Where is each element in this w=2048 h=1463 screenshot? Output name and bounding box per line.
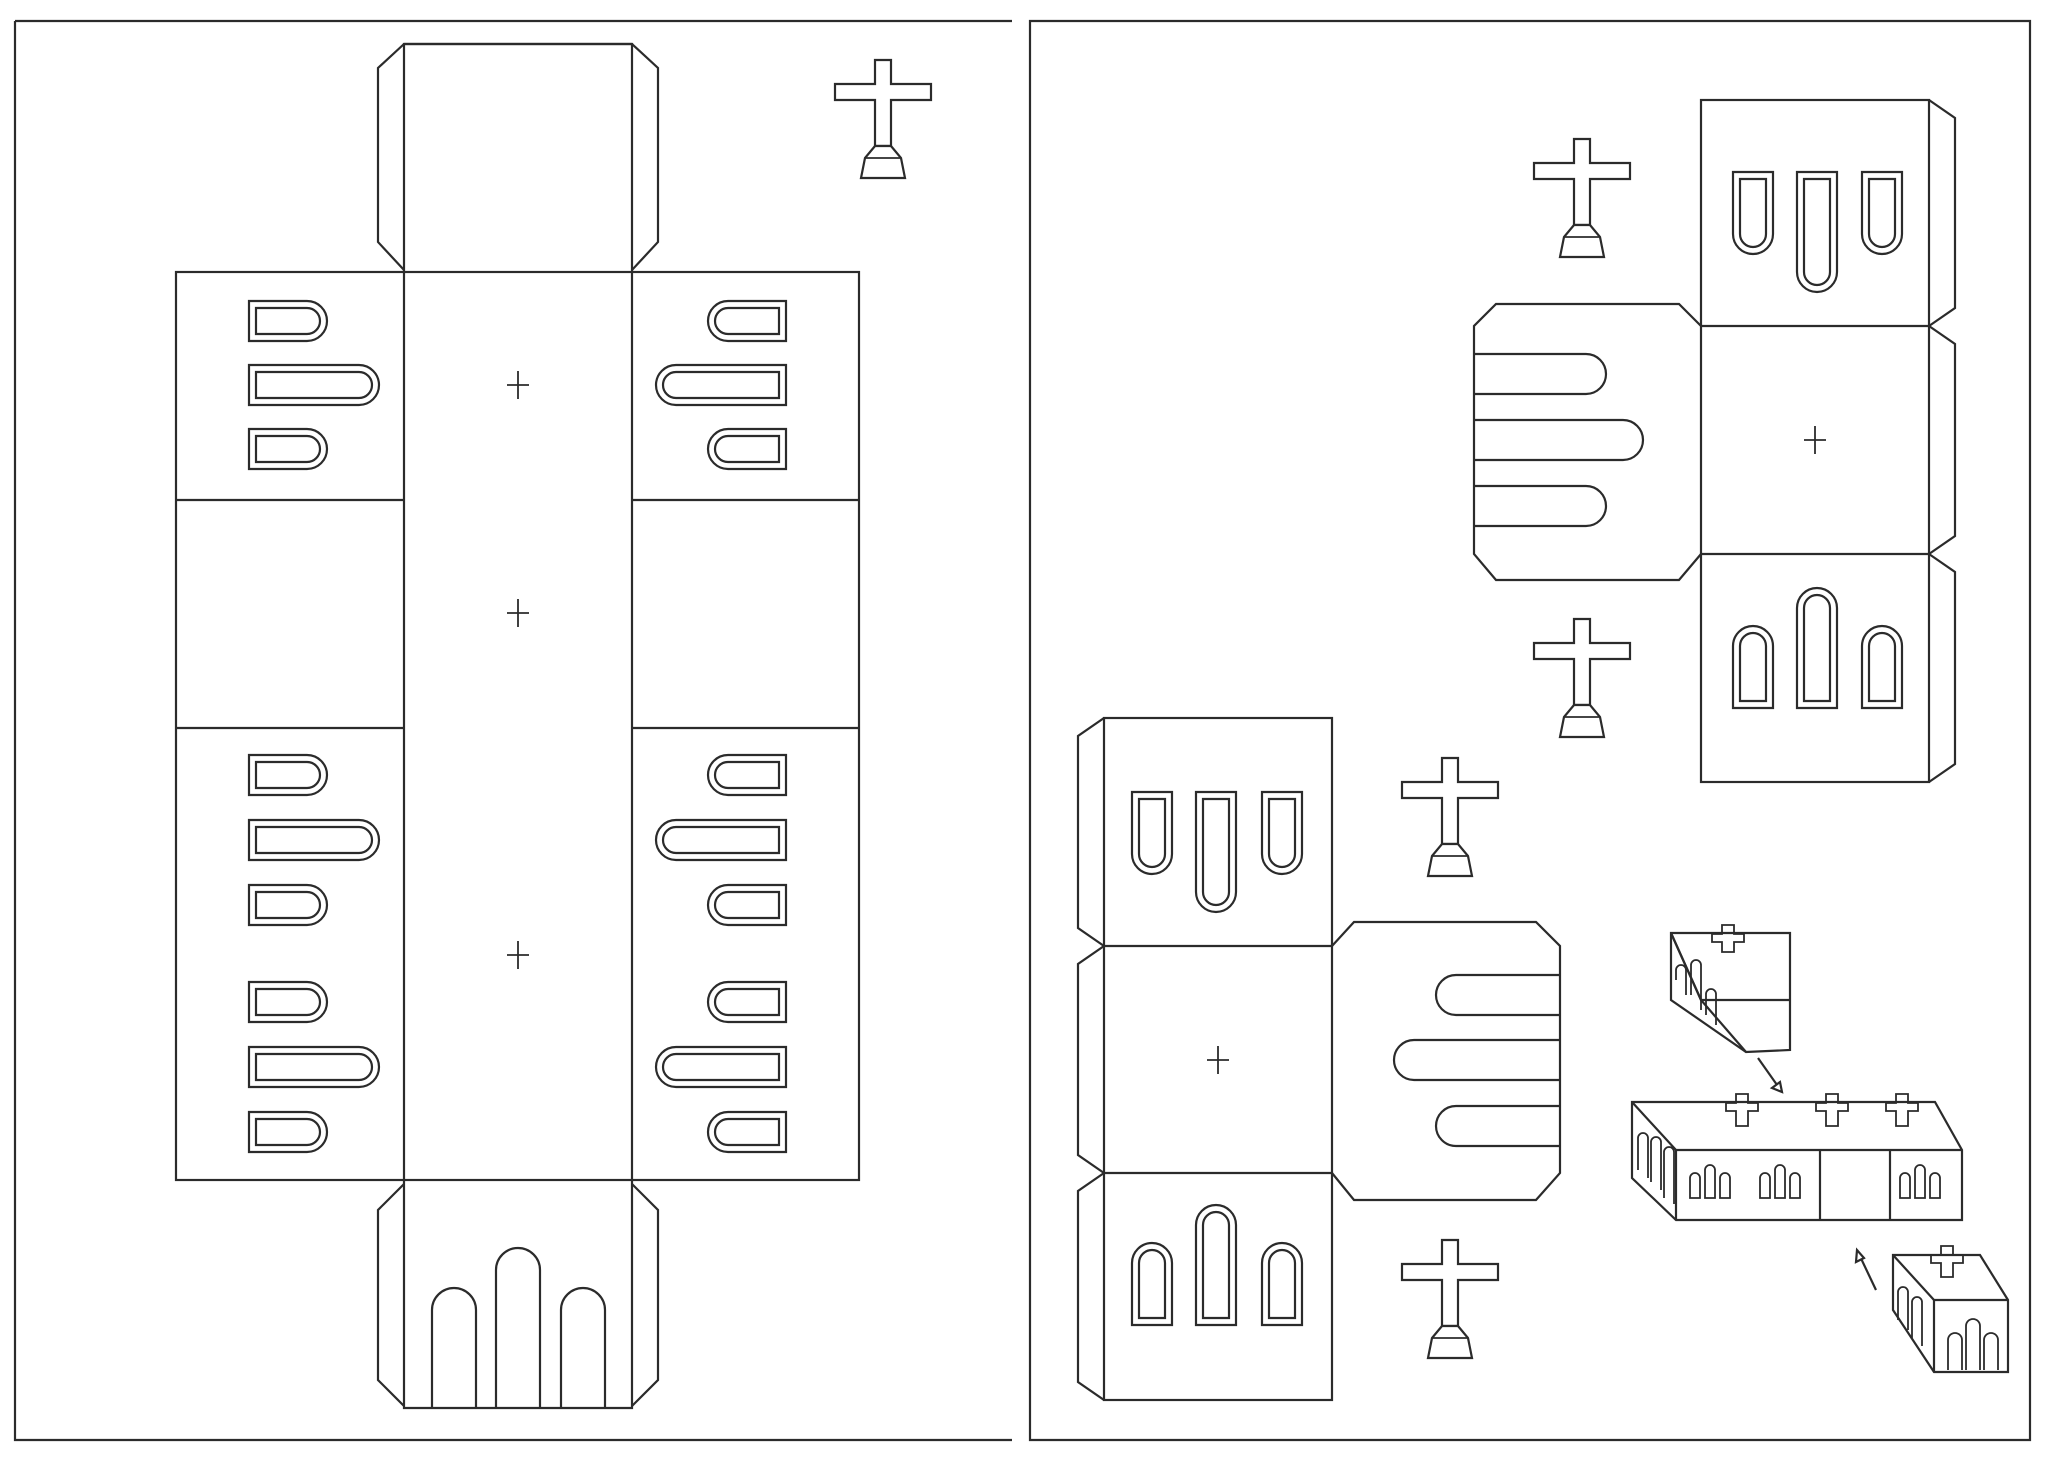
plus-mark-icon (506, 370, 530, 400)
plus-mark-icon (506, 940, 530, 970)
cross-icon (833, 58, 933, 180)
plus-mark-icon (506, 598, 530, 628)
assembled-church-illustration (1630, 924, 2010, 1374)
plus-mark-icon (1206, 1045, 1230, 1075)
cross-icon (1532, 617, 1632, 739)
cross-icon (1532, 137, 1632, 259)
plus-mark-icon (1803, 425, 1827, 455)
cross-icon (1400, 756, 1500, 878)
church-towers-template-and-assembly (1028, 19, 2032, 1442)
church-nave-template (13, 19, 1012, 1442)
cross-icon (1400, 1238, 1500, 1360)
